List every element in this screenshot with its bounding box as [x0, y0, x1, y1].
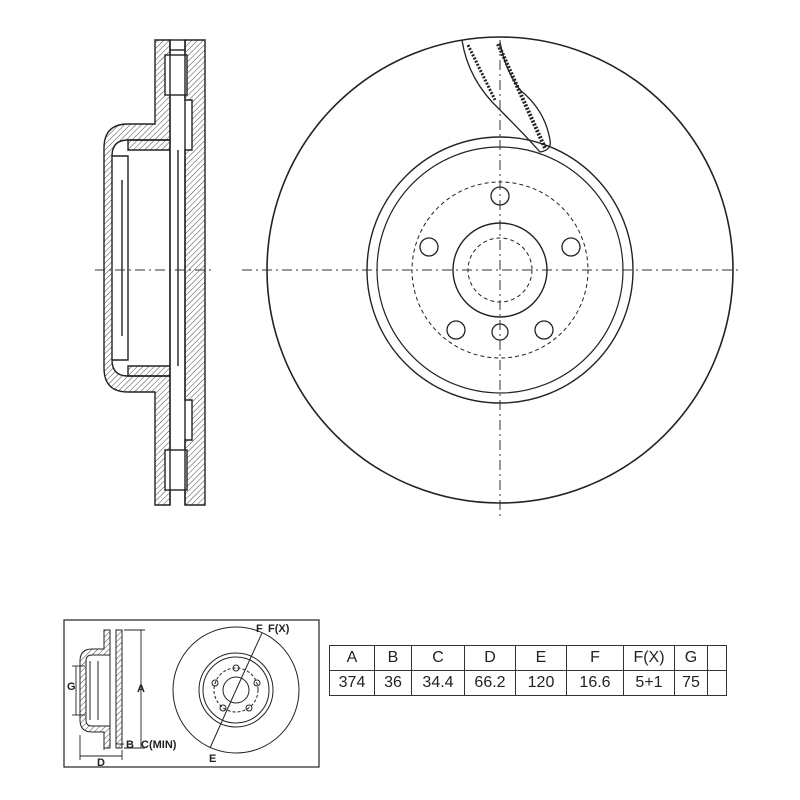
vane-cutaway: [461, 39, 551, 153]
dimension-d: [79, 735, 123, 760]
legend-side-view: [79, 629, 123, 749]
rotor-cross-section: [103, 39, 206, 506]
header-cell: D: [464, 645, 516, 671]
header-cell: G: [674, 645, 708, 671]
dimension-b-c: [103, 743, 124, 750]
value-cell: 66.2: [464, 670, 516, 696]
header-cell: F: [566, 645, 624, 671]
label-cmin: C(MIN): [141, 739, 177, 751]
header-cell: [707, 645, 727, 671]
header-cell: C: [411, 645, 465, 671]
label-g: G: [67, 681, 76, 693]
label-fx: F(X): [268, 623, 290, 635]
legend-front-view: [172, 626, 300, 754]
value-cell: 36: [374, 670, 412, 696]
dimension-legend-diagram: F F(X) G A D B C(MIN) E: [63, 619, 320, 769]
vane-line: [496, 43, 547, 149]
label-f: F: [256, 623, 263, 635]
label-d: D: [97, 757, 105, 769]
value-cell: [707, 670, 727, 696]
header-cell: A: [329, 645, 375, 671]
bolt-hole: [446, 320, 466, 340]
bolt-hole: [561, 237, 581, 257]
bolt-holes: [419, 186, 581, 341]
dimension-a: [124, 629, 145, 749]
value-cell: 5+1: [623, 670, 675, 696]
spec-header-row: A B C D E F F(X) G: [329, 645, 727, 671]
bolt-hole: [534, 320, 554, 340]
label-b: B: [126, 739, 134, 751]
value-cell: 374: [329, 670, 375, 696]
value-cell: 16.6: [566, 670, 624, 696]
label-e: E: [209, 753, 216, 765]
legend-frame: [63, 619, 320, 768]
dimension-g: [72, 665, 85, 716]
header-cell: B: [374, 645, 412, 671]
header-cell: E: [515, 645, 567, 671]
spec-table: A B C D E F F(X) G 374 36 34.4 66.2 120 …: [329, 645, 727, 696]
spec-value-row: 374 36 34.4 66.2 120 16.6 5+1 75: [329, 670, 727, 696]
bolt-hole: [419, 237, 439, 257]
label-a: A: [137, 683, 145, 695]
header-cell: F(X): [623, 645, 675, 671]
value-cell: 34.4: [411, 670, 465, 696]
value-cell: 75: [674, 670, 708, 696]
value-cell: 120: [515, 670, 567, 696]
